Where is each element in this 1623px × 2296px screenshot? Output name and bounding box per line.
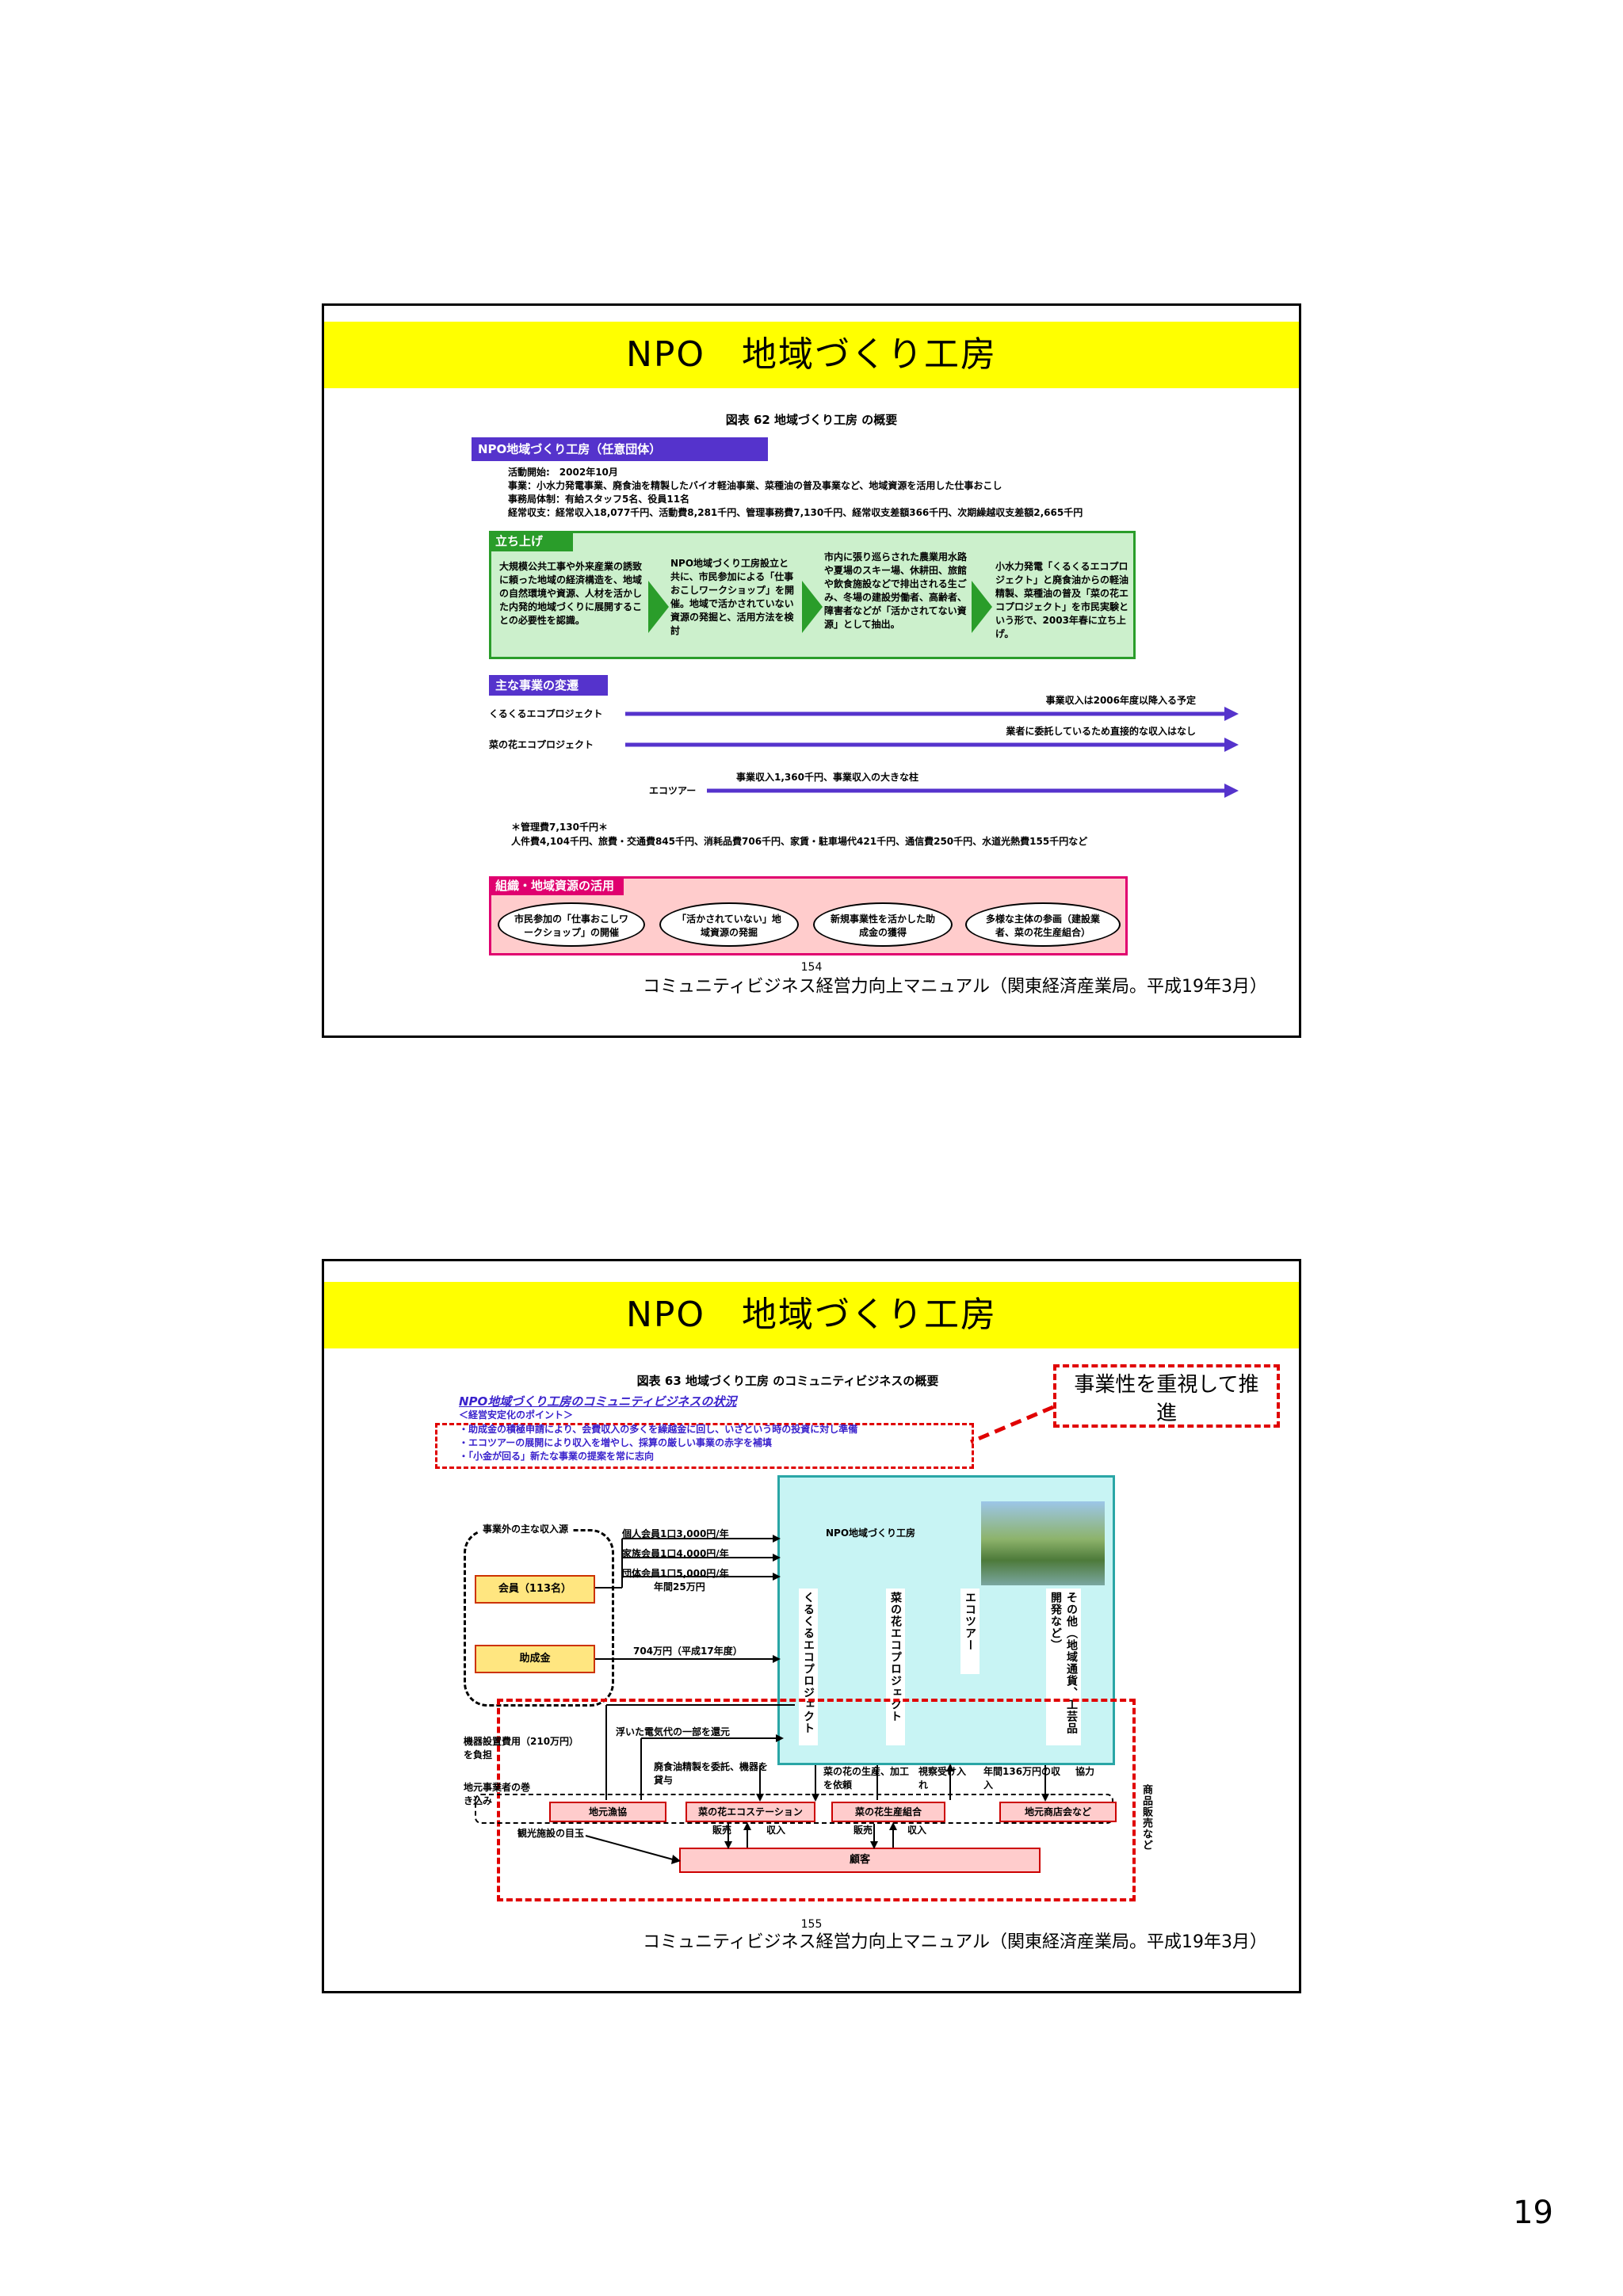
flow-label: 販売: [712, 1825, 732, 1836]
resource-item: 「活かされていない」地域資源の発掘: [659, 902, 799, 947]
org-line: 経常収支：経常収入18,077千円、活動費8,281千円、管理事務費7,130千…: [508, 507, 1083, 518]
resources-header: 組織・地域資源の活用: [489, 876, 624, 895]
launch-header: 立ち上げ: [489, 531, 573, 551]
npo-org-name: NPO地域づくり工房: [826, 1527, 916, 1539]
points-title: ＜経営安定化のポイント＞: [459, 1409, 574, 1421]
point-item: ・助成金の積極申請により、会費収入の多くを繰越金に回し、いざという時の投資に対し…: [459, 1424, 858, 1435]
fee-item: 個人会員1口3,000円/年: [622, 1528, 729, 1539]
customer-box: 顧客: [679, 1848, 1041, 1873]
partner-box: 菜の花生産組合: [831, 1802, 945, 1822]
figure-title: 図表 63 地域づくり工房 のコミュニティビジネスの概要: [636, 1374, 939, 1388]
flow-label: 販売: [854, 1825, 873, 1836]
points-highlight: [435, 1423, 974, 1469]
income-arrows: [595, 1535, 781, 1663]
project-column: その他（地域通貨、工芸品開発など）: [1046, 1589, 1081, 1745]
project-name: 菜の花エコプロジェクト: [489, 739, 594, 750]
resources-section: 組織・地域資源の活用 市民参加の「仕事おこしワークショップ」の開催 「活かされて…: [489, 876, 1128, 955]
member-box: 会員（113名）: [475, 1575, 595, 1604]
point-item: ・「小金が回る」新たな事業の提案を常に志向: [459, 1451, 655, 1462]
launch-step: 小水力発電「くるくるエコプロジェクト」と廃食油からの軽油精製、菜種油の普及「菜の…: [995, 561, 1129, 639]
landscape-photo: [981, 1501, 1105, 1585]
flow-label: 収入: [766, 1825, 786, 1836]
point-item: ・エコツアーの展開により収入を増やし、採算の厳しい事業の赤字を補填: [459, 1437, 773, 1448]
launch-section: 立ち上げ 大規模公共工事や外来産業の誘致に頼った地域の経済構造を、地域の自然環境…: [489, 531, 1136, 659]
oil-refining-note: 廃食油精製を委託、機器を貸与: [654, 1761, 769, 1786]
org-header: NPO地域づくり工房（任意団体）: [472, 437, 768, 461]
project-note: 事業収入1,360千円、事業収入の大きな柱: [736, 772, 918, 783]
flow-lines: [585, 1704, 1049, 1864]
electricity-return: 浮いた電気代の一部を還元: [616, 1726, 731, 1737]
local-network-region: [497, 1699, 1136, 1901]
slide-title: NPO 地域づくり工房: [324, 1282, 1299, 1348]
org-details: 活動開始: 2002年10月 事業：小水力発電事業、廃食油を精製したバイオ軽油事…: [508, 466, 1158, 520]
local-business: 地元事業者の巻き込み: [464, 1782, 531, 1806]
flower-note: 菜の花の生産、加工を依頼: [823, 1766, 910, 1791]
income-sources-group: [464, 1529, 614, 1707]
project-column: エコツアー: [960, 1589, 980, 1674]
source-caption: コミュニティビジネス経営力向上マニュアル（関東経済産業局。平成19年3月）: [642, 1932, 1267, 1952]
project-note: 事業収入は2006年度以降入る予定: [1045, 695, 1196, 706]
partner-box: 地元漁協: [549, 1802, 666, 1822]
partner-box: 地元商店会など: [999, 1802, 1117, 1822]
resource-item: 多様な主体の参画（建設業者、菜の花生産組合）: [965, 902, 1121, 947]
annual-income: 年間136万円の収入: [983, 1766, 1061, 1791]
main-business-header: 主な事業の変遷: [489, 675, 608, 696]
grant-amount: 704万円（平成17年度）: [633, 1646, 743, 1657]
slide-2: NPO 地域づくり工房 図表 63 地域づくり工房 のコミュニティビジネスの概要…: [322, 1259, 1301, 1993]
project-timeline: [625, 707, 1239, 798]
fee-item: 家族会員1口4,000円/年: [622, 1548, 729, 1559]
resource-item: 新規事業性を活かした助成金の獲得: [813, 902, 953, 947]
npo-org-box: NPO地域づくり工房 くるくるエコプロジェクト 菜の花エコプロジェクト エコツア…: [777, 1475, 1115, 1765]
resource-item: 市民参加の「仕事おこしワークショップ」の開催: [498, 902, 645, 947]
flow-label: 収入: [907, 1825, 927, 1836]
org-line: 事業：小水力発電事業、廃食油を精製したバイオ軽油事業、菜種油の普及事業など、地域…: [508, 480, 1002, 491]
project-note: 業者に委託しているため直接的な収入はなし: [1006, 726, 1196, 737]
management-cost-title: ＊管理費7,130千円＊: [511, 822, 608, 833]
slide-1: NPO 地域づくり工房 図表 62 地域づくり工房 の概要 NPO地域づくり工房…: [322, 303, 1301, 1038]
inner-page-number: 154: [800, 961, 823, 974]
management-cost-detail: 人件費4,104千円、旅費・交通費845千円、消耗品費706千円、家賃・駐車場代…: [511, 836, 1088, 847]
points-list: ・助成金の積極申請により、会費収入の多くを繰越金に回し、いざという時の投資に対し…: [459, 1423, 966, 1463]
launch-step: NPO地域づくり工房設立と共に、市民参加による「仕事おこしワークショップ」を開催…: [670, 558, 795, 636]
org-line: 事務局体制：有給スタッフ5名、役員11名: [508, 494, 690, 505]
launch-step: 市内に張り巡らされた農業用水路や夏場のスキー場、休耕田、旅館や飲食施設などで排出…: [824, 551, 968, 630]
slide-title: NPO 地域づくり工房: [324, 322, 1299, 388]
arrow-right-icon: [972, 581, 992, 633]
arrow-right-icon: [648, 581, 669, 633]
source-caption: コミュニティビジネス経営力向上マニュアル（関東経済産業局。平成19年3月）: [642, 977, 1267, 997]
page-number: 19: [1513, 2195, 1553, 2231]
inspection-note: 視察受け入れ: [918, 1766, 967, 1791]
callout-pointer: [970, 1405, 1054, 1444]
org-line: 活動開始: 2002年10月: [508, 467, 618, 478]
project-name: エコツアー: [649, 785, 697, 796]
callout-box: 事業性を重視して推進: [1053, 1364, 1280, 1428]
project-name: くるくるエコプロジェクト: [489, 708, 603, 719]
income-label: 事業外の主な収入源: [479, 1523, 572, 1536]
inner-page-number: 155: [800, 1918, 823, 1931]
arrow-right-icon: [802, 581, 823, 633]
grant-box: 助成金: [475, 1645, 595, 1673]
launch-step: 大規模公共工事や外来産業の誘致に頼った地域の経済構造を、地域の自然環境や資源、人…: [499, 561, 643, 626]
status-title: NPO地域づくり工房のコミュニティビジネスの状況: [459, 1394, 737, 1409]
figure-title: 図表 62 地域づくり工房 の概要: [725, 413, 898, 427]
partner-box: 菜の花エコステーション: [685, 1802, 815, 1822]
tourism-note: 観光施設の目玉: [517, 1828, 585, 1839]
project-column: 菜の花エコプロジェクト: [886, 1589, 905, 1745]
equipment-cost: 機器設置費用（210万円）を負担: [464, 1736, 579, 1760]
fee-item: 年間25万円: [654, 1581, 705, 1592]
cooperation-note: 協力: [1075, 1766, 1095, 1777]
sales-note: 商品販売など: [1140, 1784, 1152, 1851]
